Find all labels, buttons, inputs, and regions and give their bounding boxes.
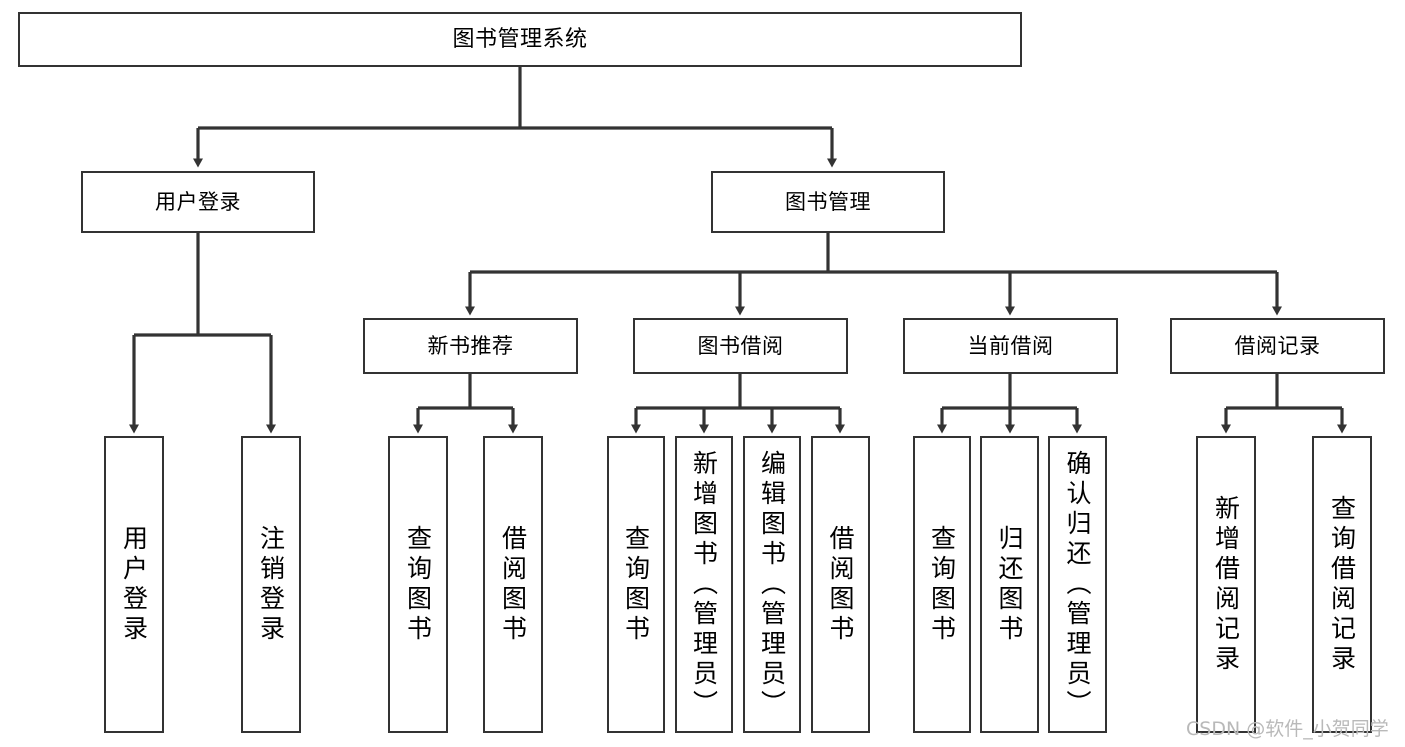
- node-leaf-query-book-1-label: 查询图书: [403, 524, 433, 645]
- node-leaf-return-book-label: 归还图书: [995, 524, 1024, 645]
- node-leaf-query-book-2[interactable]: 查询图书: [607, 436, 665, 733]
- node-leaf-borrow-book-2-label: 借阅图书: [826, 524, 855, 645]
- node-current-borrow[interactable]: 当前借阅: [903, 318, 1118, 374]
- node-leaf-confirm-return-admin-label: 确认归还（管理员）: [1063, 449, 1092, 720]
- node-leaf-add-book-admin-label: 新增图书（管理员）: [689, 449, 719, 720]
- node-leaf-query-borrow-record[interactable]: 查询借阅记录: [1312, 436, 1372, 733]
- node-leaf-confirm-return-admin[interactable]: 确认归还（管理员）: [1048, 436, 1107, 733]
- node-leaf-add-book-admin[interactable]: 新增图书（管理员）: [675, 436, 733, 733]
- node-book-borrow-label: 图书借阅: [697, 333, 784, 358]
- node-borrow-record-label: 借阅记录: [1234, 333, 1321, 358]
- node-leaf-return-book[interactable]: 归还图书: [980, 436, 1039, 733]
- watermark-text: CSDN @软件_小贺同学: [1186, 718, 1389, 740]
- node-leaf-user-login-label: 用户登录: [119, 524, 149, 645]
- node-leaf-logout-login[interactable]: 注销登录: [241, 436, 301, 733]
- node-user-login[interactable]: 用户登录: [81, 171, 315, 233]
- node-leaf-query-borrow-record-label: 查询借阅记录: [1327, 494, 1357, 675]
- node-user-login-label: 用户登录: [155, 189, 241, 214]
- node-book-borrow[interactable]: 图书借阅: [633, 318, 848, 374]
- node-leaf-borrow-book-2[interactable]: 借阅图书: [811, 436, 870, 733]
- node-borrow-record[interactable]: 借阅记录: [1170, 318, 1385, 374]
- node-leaf-user-login[interactable]: 用户登录: [104, 436, 164, 733]
- node-leaf-query-book-3[interactable]: 查询图书: [913, 436, 971, 733]
- node-leaf-edit-book-admin[interactable]: 编辑图书（管理员）: [743, 436, 801, 733]
- node-new-book-recommend-label: 新书推荐: [427, 333, 514, 358]
- node-book-management[interactable]: 图书管理: [711, 171, 945, 233]
- node-new-book-recommend[interactable]: 新书推荐: [363, 318, 578, 374]
- node-root[interactable]: 图书管理系统: [18, 12, 1022, 67]
- node-leaf-query-book-1[interactable]: 查询图书: [388, 436, 448, 733]
- node-leaf-add-borrow-record-label: 新增借阅记录: [1211, 494, 1241, 675]
- node-current-borrow-label: 当前借阅: [967, 333, 1054, 358]
- node-leaf-edit-book-admin-label: 编辑图书（管理员）: [757, 449, 787, 720]
- node-leaf-add-borrow-record[interactable]: 新增借阅记录: [1196, 436, 1256, 733]
- node-leaf-logout-login-label: 注销登录: [256, 524, 286, 645]
- node-book-management-label: 图书管理: [785, 189, 871, 214]
- node-leaf-borrow-book-1-label: 借阅图书: [498, 524, 528, 645]
- node-leaf-query-book-2-label: 查询图书: [621, 524, 651, 645]
- node-root-label: 图书管理系统: [452, 26, 588, 52]
- node-leaf-query-book-3-label: 查询图书: [927, 524, 957, 645]
- node-leaf-borrow-book-1[interactable]: 借阅图书: [483, 436, 543, 733]
